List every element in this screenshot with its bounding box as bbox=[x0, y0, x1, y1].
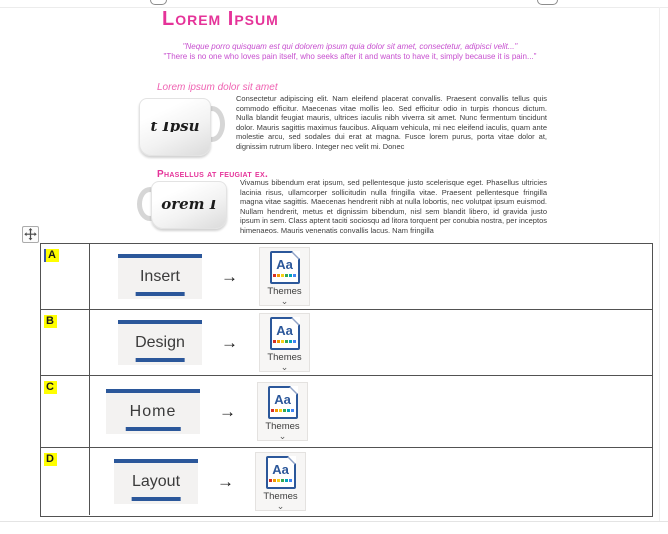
themes-icon-text: Aa bbox=[276, 323, 293, 338]
page-fold-corner bbox=[289, 386, 298, 394]
document-title: Lorem Ipsum bbox=[162, 8, 279, 30]
theme-color-dots bbox=[269, 479, 292, 482]
option-cell[interactable]: D bbox=[41, 448, 90, 515]
question-table: A Insert → Aa Themes ⌄ bbox=[40, 243, 653, 517]
themes-label: Themes bbox=[265, 421, 300, 432]
themes-icon: Aa bbox=[269, 317, 300, 350]
answer-cell[interactable]: Insert → Aa Themes ⌄ bbox=[90, 244, 652, 309]
themes-button-image[interactable]: Aa Themes ⌄ bbox=[255, 452, 306, 511]
page-edge-right bbox=[659, 7, 660, 521]
page-fold-corner bbox=[291, 317, 300, 325]
option-letter: A bbox=[44, 249, 59, 262]
ribbon-tab-image[interactable]: Insert bbox=[118, 254, 202, 299]
themes-button-image[interactable]: Aa Themes ⌄ bbox=[259, 247, 310, 306]
page-edge-bottom bbox=[0, 521, 668, 522]
move-arrows-icon bbox=[24, 228, 37, 241]
mug-image-1: t Ipsu bbox=[135, 96, 227, 160]
mug-body: t Ipsu bbox=[139, 98, 211, 156]
theme-color-dots bbox=[271, 409, 294, 412]
option-letter: B bbox=[44, 315, 57, 328]
page-edge-top bbox=[0, 7, 668, 8]
page-curl-mark bbox=[150, 0, 167, 5]
themes-button-image[interactable]: Aa Themes ⌄ bbox=[257, 382, 308, 441]
page-curl-mark bbox=[537, 0, 558, 5]
answer-cell[interactable]: Layout → Aa Themes ⌄ bbox=[90, 448, 652, 515]
page-fold-corner bbox=[287, 456, 296, 464]
section2-body-text: Vivamus bibendum erat ipsum, sed pellent… bbox=[240, 178, 547, 235]
option-letter: C bbox=[44, 381, 57, 394]
option-cell[interactable]: A bbox=[41, 244, 90, 309]
themes-icon-text: Aa bbox=[274, 392, 291, 407]
themes-button-image[interactable]: Aa Themes ⌄ bbox=[259, 313, 310, 372]
themes-icon: Aa bbox=[265, 456, 296, 489]
themes-label: Themes bbox=[267, 352, 302, 363]
table-row-option-b[interactable]: B Design → Aa Themes ⌄ bbox=[41, 310, 652, 376]
ribbon-tab-image[interactable]: Home bbox=[106, 389, 200, 434]
mug-text: t Ipsu bbox=[150, 122, 200, 132]
themes-icon: Aa bbox=[267, 386, 298, 419]
ribbon-tab-label: Home bbox=[129, 402, 177, 420]
ribbon-tab-label: Layout bbox=[131, 472, 181, 490]
mug-body: orem I bbox=[151, 181, 227, 229]
mug-image-2: orem I bbox=[135, 179, 231, 233]
quote-english: "There is no one who loves pain itself, … bbox=[163, 51, 537, 61]
answer-cell[interactable]: Design → Aa Themes ⌄ bbox=[90, 310, 652, 375]
option-letter: D bbox=[44, 453, 57, 466]
answer-cell[interactable]: Home → Aa Themes ⌄ bbox=[90, 376, 652, 447]
chevron-down-icon: ⌄ bbox=[276, 501, 285, 511]
chevron-down-icon: ⌄ bbox=[280, 362, 289, 372]
table-move-handle[interactable] bbox=[22, 226, 39, 243]
themes-icon-text: Aa bbox=[276, 257, 293, 272]
section2-heading: Phasellus at feugiat ex. bbox=[157, 169, 269, 180]
theme-color-dots bbox=[273, 340, 296, 343]
table-row-option-a[interactable]: A Insert → Aa Themes ⌄ bbox=[41, 244, 652, 310]
ribbon-tab-label: Insert bbox=[139, 267, 180, 285]
theme-color-dots bbox=[273, 274, 296, 277]
right-arrow-icon: → bbox=[219, 401, 236, 421]
section2-paragraph: orem I Vivamus bibendum erat ipsum, sed … bbox=[135, 178, 547, 241]
option-cell[interactable]: C bbox=[41, 376, 90, 447]
chevron-down-icon: ⌄ bbox=[280, 296, 289, 306]
ribbon-tab-image[interactable]: Design bbox=[118, 320, 202, 365]
section1-body-text: Consectetur adipiscing elit. Nam eleifen… bbox=[236, 94, 547, 151]
ribbon-tab-label: Design bbox=[135, 333, 185, 351]
themes-icon-text: Aa bbox=[272, 462, 289, 477]
option-cell[interactable]: B bbox=[41, 310, 90, 375]
chevron-down-icon: ⌄ bbox=[278, 431, 287, 441]
right-arrow-icon: → bbox=[221, 266, 238, 286]
table-row-option-c[interactable]: C Home → Aa Themes ⌄ bbox=[41, 376, 652, 448]
themes-label: Themes bbox=[267, 286, 302, 297]
mug-text: orem I bbox=[161, 200, 217, 210]
themes-label: Themes bbox=[263, 491, 298, 502]
table-row-option-d[interactable]: D Layout → Aa Themes ⌄ bbox=[41, 448, 652, 515]
right-arrow-icon: → bbox=[221, 332, 238, 352]
ribbon-tab-image[interactable]: Layout bbox=[114, 459, 198, 504]
section1-paragraph: t Ipsu Consectetur adipiscing elit. Nam … bbox=[135, 94, 547, 170]
right-arrow-icon: → bbox=[217, 471, 234, 491]
quote-latin: "Neque porro quisquam est qui dolorem ip… bbox=[182, 42, 518, 51]
themes-icon: Aa bbox=[269, 251, 300, 284]
page-fold-corner bbox=[291, 251, 300, 259]
quote-block: "Neque porro quisquam est qui dolorem ip… bbox=[140, 42, 560, 62]
section1-heading: Lorem ipsum dolor sit amet bbox=[157, 82, 278, 93]
